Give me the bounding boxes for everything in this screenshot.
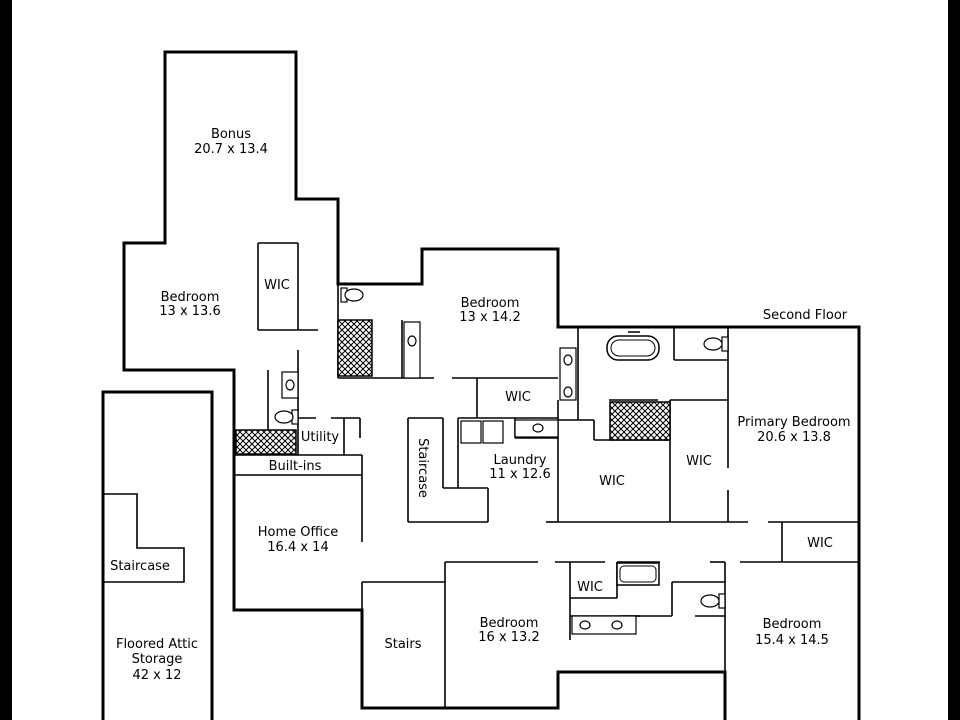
bonus-name: Bonus	[211, 127, 251, 142]
wic-east-label: WIC	[807, 536, 833, 551]
bedroom-nw-name: Bedroom	[161, 290, 220, 305]
toilet-icon	[274, 409, 299, 425]
bedroom-s-name: Bedroom	[480, 616, 539, 631]
room-labels: Second Floor Bonus 20.7 x 13.4 Bedroom 1…	[110, 127, 851, 683]
bedroom-n-size: 13 x 14.2	[459, 310, 520, 325]
builtins-label: Built-ins	[269, 459, 322, 474]
wic-s-label: WIC	[577, 580, 603, 595]
sink-icon	[403, 321, 421, 379]
sink-icon	[559, 347, 577, 401]
washer-dryer-icon	[460, 420, 504, 444]
staircase-mid-label: Staircase	[415, 438, 430, 498]
utility-label: Utility	[301, 430, 340, 445]
bonus-size: 20.7 x 13.4	[194, 142, 268, 157]
bedroom-se-size: 15.4 x 14.5	[755, 633, 829, 648]
attic-size: 42 x 12	[132, 668, 181, 683]
wic-n-label: WIC	[505, 390, 531, 405]
toilet-icon	[700, 593, 726, 609]
bathtub-icon	[616, 562, 660, 586]
bedroom-nw-size: 13 x 13.6	[159, 304, 220, 319]
stairs-label: Stairs	[384, 637, 421, 652]
toilet-icon	[703, 336, 729, 352]
wic-center-label: WIC	[599, 474, 625, 489]
staircase-attic-label: Staircase	[110, 559, 170, 574]
laundry-name: Laundry	[494, 453, 547, 468]
floor-label: Second Floor	[763, 308, 848, 323]
attic-name-line2: Storage	[132, 652, 183, 667]
bedroom-s-size: 16 x 13.2	[478, 630, 539, 645]
paper	[12, 0, 948, 720]
primary-bedroom-name: Primary Bedroom	[737, 415, 850, 430]
shower-icon	[609, 401, 671, 441]
wic-primary-label: WIC	[686, 454, 712, 469]
shower-icon	[337, 319, 373, 377]
sink-icon	[571, 615, 637, 635]
shower-icon	[235, 429, 297, 455]
bathtub-icon	[606, 331, 660, 361]
bedroom-n-name: Bedroom	[461, 296, 520, 311]
fixtures	[235, 287, 729, 635]
home-office-name: Home Office	[258, 525, 338, 540]
primary-bedroom-size: 20.6 x 13.8	[757, 430, 831, 445]
bedroom-se-name: Bedroom	[763, 617, 822, 632]
laundry-size: 11 x 12.6	[489, 467, 550, 482]
home-office-size: 16.4 x 14	[267, 540, 328, 555]
toilet-icon	[340, 287, 364, 303]
sink-icon	[514, 419, 559, 438]
wic-nw-label: WIC	[264, 278, 290, 293]
attic-name-line1: Floored Attic	[116, 637, 198, 652]
sink-icon	[281, 371, 299, 399]
